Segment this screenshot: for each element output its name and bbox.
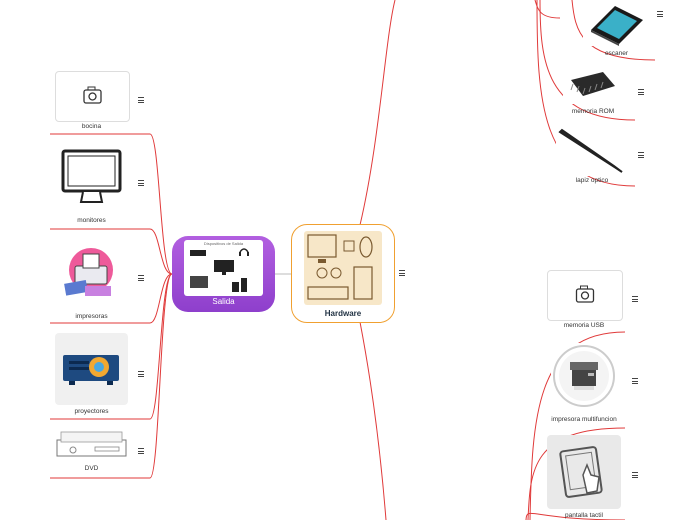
rom-menu-icon[interactable] — [638, 89, 644, 95]
usb-label: memoria USB — [563, 322, 605, 329]
link-hardware-top — [359, 0, 396, 226]
impresoras-image — [55, 240, 128, 310]
escaner-image — [583, 0, 650, 46]
impresoras-menu-icon[interactable] — [138, 275, 144, 281]
dvd-image — [55, 428, 128, 462]
monitor-icon — [61, 149, 122, 203]
escaner-label: escaner — [604, 50, 629, 57]
multifuncion-menu-icon[interactable] — [632, 378, 638, 384]
tactil-menu-icon[interactable] — [632, 472, 638, 478]
multifuncion-image — [551, 343, 617, 409]
link-impresoras — [50, 273, 173, 324]
monitores-image — [55, 140, 128, 213]
proyectores-menu-icon[interactable] — [138, 371, 144, 377]
link-top-stub — [534, 0, 561, 19]
hardware-illustration — [304, 231, 382, 305]
dvd-menu-icon[interactable] — [138, 448, 144, 454]
bocina-menu-icon[interactable] — [138, 97, 144, 103]
link-rom — [539, 0, 636, 121]
bocina-image — [55, 71, 130, 122]
hardware-node[interactable]: Hardware — [291, 224, 395, 323]
camera-placeholder-icon — [83, 86, 102, 104]
hardware-title: Hardware — [324, 309, 362, 318]
connector-lines — [50, 0, 656, 520]
monitores-menu-icon[interactable] — [138, 180, 144, 186]
lapiz-label: lapiz optico — [575, 177, 609, 184]
salida-illustration: Dispositivos de Salida — [184, 240, 263, 296]
salida-title: Salida — [212, 297, 235, 306]
tactil-image — [547, 435, 621, 509]
hardware-menu-icon[interactable] — [399, 270, 405, 276]
link-bocina — [50, 133, 173, 275]
lapiz-menu-icon[interactable] — [638, 152, 644, 158]
monitores-label: monitores — [77, 217, 106, 224]
multifunction-printer-icon — [553, 345, 615, 407]
link-proyectores — [50, 273, 173, 420]
rom-chip-icon — [570, 72, 615, 96]
dvd-label: DVD — [84, 465, 99, 472]
tactil-label: pantalla tactil — [565, 512, 603, 519]
printer-icon — [64, 248, 113, 296]
escaner-menu-icon[interactable] — [657, 11, 663, 17]
link-lapiz — [536, 0, 636, 187]
salida-node[interactable]: Dispositivos de Salida Salida — [172, 236, 275, 312]
usb-image — [547, 270, 623, 321]
link-dvd — [50, 273, 173, 479]
camera-placeholder-icon — [575, 285, 595, 303]
rom-image — [563, 66, 623, 104]
projector-icon — [63, 355, 119, 385]
light-pen-icon — [558, 128, 623, 173]
salida-image-caption: Dispositivos de Salida — [203, 241, 244, 246]
impresoras-label: impresoras — [75, 313, 108, 320]
touch-screen-icon — [559, 446, 603, 498]
link-multifuncion — [527, 427, 626, 520]
multifuncion-label: impresora multifuncion — [551, 416, 617, 423]
proyectores-label: proyectores — [74, 408, 109, 415]
bocina-label: bocina — [81, 123, 102, 130]
dvd-player-icon — [56, 431, 127, 457]
link-hardware-bottom — [359, 321, 387, 520]
link-monitores — [50, 228, 173, 275]
proyectores-image — [55, 333, 128, 405]
link-tactil — [525, 512, 626, 520]
lapiz-image — [556, 126, 628, 176]
rom-label: memoria ROM — [571, 108, 615, 115]
scanner-icon — [591, 6, 643, 46]
usb-menu-icon[interactable] — [632, 296, 638, 302]
